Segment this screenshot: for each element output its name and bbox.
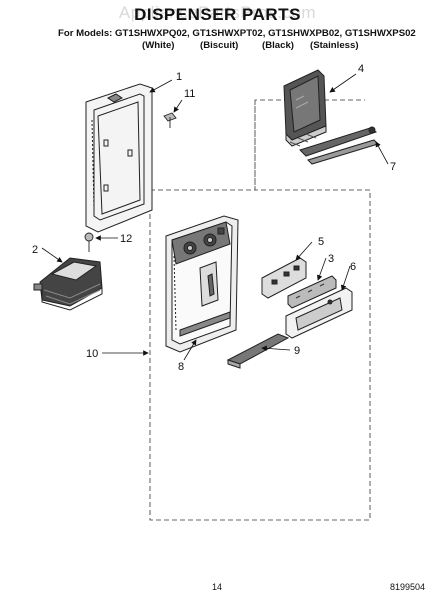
callout-7: 7 bbox=[390, 161, 396, 173]
callout-5: 5 bbox=[318, 236, 324, 248]
callout-2: 2 bbox=[32, 244, 38, 256]
color-biscuit: (Biscuit) bbox=[200, 40, 239, 51]
model-number: GT1SHWXPQ02, bbox=[115, 28, 190, 39]
part-4-dispenser-paddle bbox=[283, 69, 327, 147]
color-stainless: (Stainless) bbox=[310, 40, 359, 51]
document-number: 8199504 bbox=[390, 582, 426, 592]
page-title: DISPENSER PARTS bbox=[134, 5, 301, 24]
callout-1: 1 bbox=[176, 71, 182, 83]
watermark: AppliancePartsPros.com bbox=[118, 3, 317, 22]
models-label: For Models: bbox=[58, 28, 113, 39]
color-black: (Black) bbox=[262, 40, 294, 51]
callout-8: 8 bbox=[178, 361, 184, 373]
page-number: 14 bbox=[212, 582, 223, 592]
callout-11: 11 bbox=[184, 88, 195, 100]
model-number: GT1SHWXPB02, bbox=[268, 28, 343, 39]
leader-lines bbox=[41, 73, 389, 361]
part-9-drip-tray bbox=[226, 333, 290, 369]
part-3-bracket bbox=[287, 275, 337, 309]
part-12-screw bbox=[84, 232, 94, 252]
part-8-dispenser-housing bbox=[165, 215, 239, 353]
color-white: (White) bbox=[142, 40, 175, 51]
part-11-screw bbox=[163, 112, 177, 128]
callout-12: 12 bbox=[120, 233, 132, 245]
model-number: GT1SHWXPT02, bbox=[192, 28, 266, 39]
models-line: For Models: GT1SHWXPQ02, GT1SHWXPT02, GT… bbox=[58, 28, 416, 39]
part-1-door-frame bbox=[85, 83, 153, 233]
model-number: GT1SHWXPS02 bbox=[344, 28, 416, 39]
callout-9: 9 bbox=[294, 345, 300, 357]
part-2-motor-assembly bbox=[33, 257, 103, 311]
callout-4: 4 bbox=[358, 63, 364, 75]
callout-3: 3 bbox=[328, 253, 334, 265]
callout-6: 6 bbox=[350, 261, 356, 273]
part-7-linkage-rod bbox=[299, 126, 379, 165]
callout-10: 10 bbox=[86, 348, 98, 360]
